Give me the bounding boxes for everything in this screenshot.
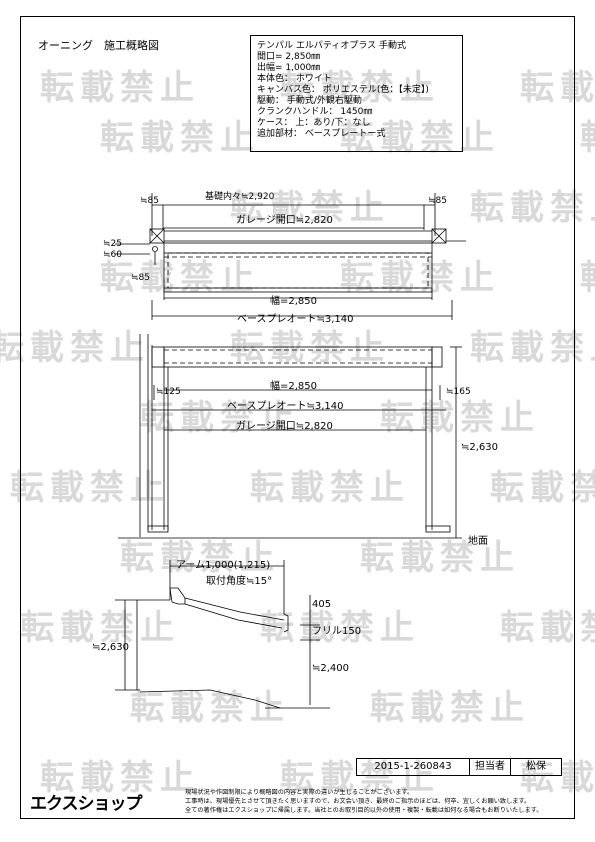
person-name: 松保 <box>526 761 546 772</box>
spec-line: クランクハンドル： 1450㎜ <box>257 107 373 117</box>
person-label: 担当者 <box>470 759 511 775</box>
spec-line: テンパル エルパティオプラス 手動式 <box>257 41 407 51</box>
dim-frill: フリル150 <box>312 626 362 637</box>
dim-height-side: ≒2,630 <box>92 642 130 653</box>
doc-number: 2015-1-260843 <box>357 759 470 775</box>
ground-label: 地面 <box>468 536 488 547</box>
spec-line: 追加部材： ベースプレートー式 <box>257 129 386 139</box>
dim-right-85: ≒85 <box>428 196 448 206</box>
dim-25: ≒25 <box>103 239 123 249</box>
spec-line: 間口= 2,850㎜ <box>257 52 321 62</box>
spec-line: ケース： 上：あり/下：なし <box>257 118 371 128</box>
note-line: 工事時は、現場優先とさせて頂きたく思いますので、お文会い頂き、最終のご指示のほど… <box>185 798 531 805</box>
dim-85: ≒85 <box>131 273 151 283</box>
dim-arm: アーム1,000(1,215) <box>176 560 271 571</box>
spec-line: キャンバス色： ポリエステル(色：【未定】) <box>257 85 429 95</box>
footer-notes: 現場状況や作図制限により概略図の内容と実際の違いが生じることがございます。 工事… <box>185 788 570 815</box>
page-title: オーニング 施工概略図 <box>38 39 159 52</box>
drawing-frame <box>20 16 575 819</box>
spec-line: 出幅= 1,000㎜ <box>257 63 321 73</box>
dim-60: ≒60 <box>103 250 123 260</box>
company-logo: エクスショップ <box>30 794 142 814</box>
dim-width-front: 幅=2,850 <box>270 381 318 392</box>
dim-405: 405 <box>312 599 332 610</box>
dim-base-front: ベースプレオート≒3,140 <box>227 401 344 412</box>
dim-height-front: ≒2,630 <box>461 442 499 453</box>
note-line: 現場状況や作図制限により概略図の内容と実際の違いが生じることがございます。 <box>185 789 414 796</box>
dim-garage-top: ガレージ開口≒2,820 <box>236 215 333 226</box>
spec-line: 駆動： 手動式/外観右駆動 <box>257 96 362 106</box>
dim-garage-front: ガレージ開口≒2,820 <box>236 421 333 432</box>
spec-box: テンパル エルパティオプラス 手動式 間口= 2,850㎜ 出幅= 1,000㎜… <box>250 35 463 152</box>
dim-width-top: 幅=2,850 <box>270 296 318 307</box>
dim-kiso: 基礎内々≒2,920 <box>205 192 275 202</box>
doc-info-box: 2015-1-260843 担当者 松保 <box>356 758 562 776</box>
spec-line: 本体色： ホワイト <box>257 74 332 84</box>
dim-165: ≒165 <box>446 387 471 397</box>
dim-left-85: ≒85 <box>140 196 160 206</box>
note-line: 全ての著作権はエクスショップに帰属します。当社とのお取引目的以外の使用・複製・転… <box>185 807 543 814</box>
dim-2400: ≒2,400 <box>312 663 350 674</box>
dim-125: ≒125 <box>156 387 181 397</box>
dim-angle: 取付角度≒15° <box>206 576 273 587</box>
dim-base-top: ベースプレオート≒3,140 <box>237 314 354 325</box>
